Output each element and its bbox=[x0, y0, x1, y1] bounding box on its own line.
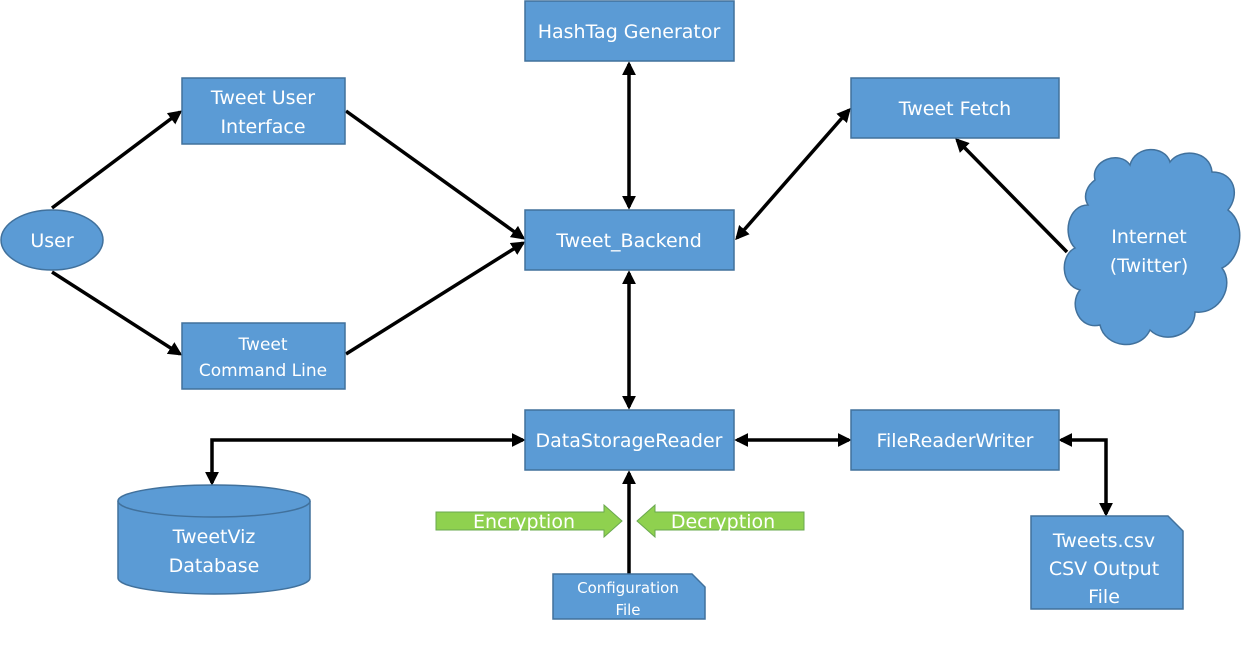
decryption-arrow: Decryption bbox=[636, 503, 805, 539]
data-storage-reader-label: DataStorageReader bbox=[536, 430, 723, 452]
hashtag-generator-node: HashTag Generator bbox=[524, 0, 735, 62]
internet-label-line2: (Twitter) bbox=[1110, 255, 1189, 277]
internet-cloud-node: Internet (Twitter) bbox=[1063, 148, 1241, 346]
connectors bbox=[50, 61, 1113, 574]
database-node: TweetViz Database bbox=[117, 484, 311, 595]
user-label: User bbox=[30, 230, 73, 252]
cloud-icon bbox=[1063, 148, 1241, 346]
tweet-cli-label-line2: Command Line bbox=[199, 361, 327, 381]
tweet-ui-label-line2: Interface bbox=[220, 116, 305, 138]
database-label-line1: TweetViz bbox=[172, 526, 256, 548]
encryption-arrow: Encryption bbox=[435, 503, 623, 539]
decryption-label: Decryption bbox=[671, 511, 775, 533]
tweet-ui-node: Tweet User Interface bbox=[181, 77, 346, 145]
database-icon bbox=[117, 501, 311, 595]
csv-file-label-line3: File bbox=[1088, 586, 1120, 608]
internet-label-line1: Internet bbox=[1111, 226, 1186, 248]
database-label-line2: Database bbox=[169, 555, 260, 577]
csv-file-label-line2: CSV Output bbox=[1049, 558, 1159, 580]
hashtag-generator-label: HashTag Generator bbox=[538, 21, 721, 43]
config-file-label-line2: File bbox=[615, 601, 640, 619]
document-icon bbox=[1030, 515, 1184, 610]
tweet-backend-label: Tweet_Backend bbox=[555, 230, 702, 252]
file-reader-writer-label: FileReaderWriter bbox=[876, 430, 1033, 452]
csv-file-label-line1: Tweets.csv bbox=[1052, 530, 1155, 552]
connector-cli-to-backend bbox=[345, 241, 526, 356]
tweet-backend-node: Tweet_Backend bbox=[524, 209, 735, 271]
connector-internet-to-fetch bbox=[955, 138, 1069, 254]
config-file-node: Configuration File bbox=[552, 573, 706, 620]
tweet-cli-label-line1: Tweet bbox=[237, 335, 287, 355]
connector-storage-database bbox=[205, 433, 526, 486]
tweet-fetch-label: Tweet Fetch bbox=[898, 98, 1011, 120]
tweet-cli-node: Tweet Command Line bbox=[181, 322, 346, 390]
tweet-fetch-node: Tweet Fetch bbox=[850, 77, 1060, 139]
encryption-label: Encryption bbox=[473, 511, 575, 533]
tweet-ui-label-line1: Tweet User bbox=[210, 87, 315, 109]
connector-backend-fetch bbox=[735, 107, 851, 241]
connector-filerw-csv bbox=[1058, 433, 1113, 517]
data-storage-reader-node: DataStorageReader bbox=[524, 409, 735, 471]
connector-user-to-ui bbox=[50, 110, 183, 210]
csv-file-node: Tweets.csv CSV Output File bbox=[1030, 515, 1184, 610]
file-reader-writer-node: FileReaderWriter bbox=[850, 409, 1060, 471]
config-file-label-line1: Configuration bbox=[577, 579, 679, 597]
connector-ui-to-backend bbox=[344, 109, 526, 240]
connector-user-to-cli bbox=[51, 270, 183, 356]
document-icon bbox=[552, 573, 706, 620]
user-node: User bbox=[0, 209, 104, 271]
